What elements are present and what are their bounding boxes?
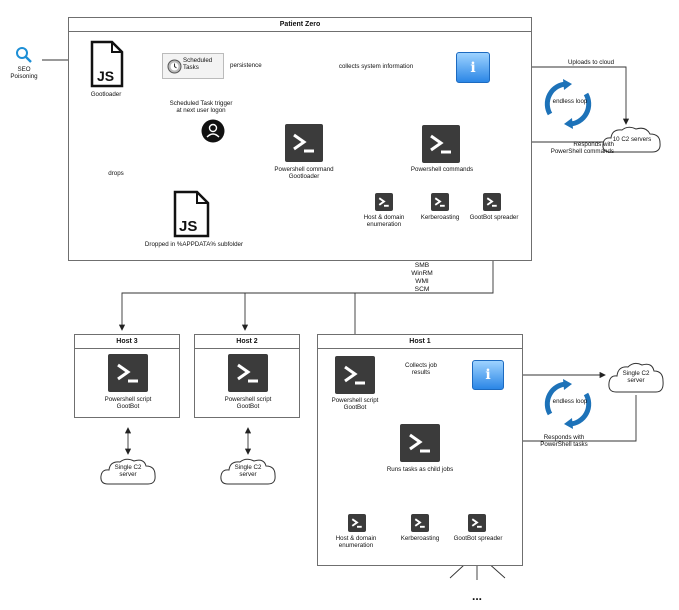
- spreader-icon: [483, 193, 501, 211]
- persistence-label: persistence: [230, 62, 262, 69]
- host1-kerberoasting-label: Kerberoasting: [400, 535, 440, 542]
- host3-script-label: Powershell script GootBot: [104, 396, 152, 411]
- info-icon: i: [456, 52, 490, 83]
- spreader-label: GootBot spreader: [469, 214, 519, 221]
- gootloader-label: Gootloader: [90, 91, 122, 98]
- svg-text:JS: JS: [97, 68, 114, 84]
- child-jobs-icon: [400, 424, 440, 462]
- host2-script-icon: [228, 354, 268, 392]
- host1-cloud-icon: [608, 362, 664, 393]
- host1-responds-label: Responds with PowerShell tasks: [540, 434, 588, 449]
- ellipsis-label: ...: [471, 589, 482, 603]
- seo-label: SEO Poisoning: [10, 66, 38, 81]
- scheduled-tasks-label: Scheduled Tasks: [183, 57, 213, 72]
- arrow-uploads: [494, 66, 630, 125]
- responds-label: Responds with PowerShell commands: [550, 141, 614, 156]
- cloud-icon: [602, 126, 661, 153]
- uploads-label: Uploads to cloud: [567, 59, 615, 66]
- dropped-js-file-icon: JS: [173, 190, 210, 238]
- host1-endless-loop-icon: [544, 379, 592, 429]
- arrow-to-host3: [118, 252, 494, 331]
- host1-info-icon: i: [472, 360, 504, 390]
- host-enum-icon: [375, 193, 393, 211]
- kerberoasting-icon: [431, 193, 449, 211]
- host2-script-label: Powershell script GootBot: [224, 396, 272, 411]
- clock-icon: [167, 59, 182, 74]
- host1-endless-loop-label: endless loop: [552, 398, 588, 405]
- host1-spreader-label: GootBot spreader: [453, 535, 503, 542]
- host1-script-icon: [335, 356, 375, 394]
- host3-title: Host 3: [75, 335, 179, 349]
- scheduled-tasks-node: Scheduled Tasks: [162, 53, 224, 79]
- endless-loop-icon: [544, 79, 592, 129]
- kerberoasting-label: Kerberoasting: [420, 214, 460, 221]
- host2-cloud-icon: [220, 458, 276, 485]
- host3-script-icon: [108, 354, 148, 392]
- dropped-label: Dropped in %APPDATA% subfolder: [144, 241, 244, 248]
- search-icon: [16, 47, 32, 63]
- powershell-command-icon: [285, 124, 323, 162]
- patient-zero-title: Patient Zero: [69, 18, 531, 32]
- ps-command-label: Powershell command Gootloader: [274, 166, 334, 181]
- host1-c2-label: Single C2 server: [622, 370, 650, 385]
- host1-kerberoasting-icon: [411, 514, 429, 532]
- lateral-movement-label: SMB WinRM WMI SCM: [411, 262, 433, 293]
- host2-c2-label: Single C2 server: [234, 464, 262, 479]
- user-avatar-icon: [201, 119, 225, 143]
- host1-spreader-icon: [468, 514, 486, 532]
- powershell-commands-icon: [422, 125, 460, 163]
- host1-collects-label: Collects job results: [405, 362, 437, 377]
- c2-servers-label: 10 C2 servers: [612, 136, 652, 143]
- host1-enum-label: Host & domain enumeration: [335, 535, 377, 550]
- endless-loop-label: endless loop: [552, 98, 588, 105]
- js-file-icon: JS: [90, 40, 124, 88]
- host2-title: Host 2: [195, 335, 299, 349]
- svg-text:JS: JS: [179, 218, 197, 235]
- host1-enum-icon: [348, 514, 366, 532]
- ps-commands-label: Powershell commands: [410, 166, 474, 173]
- host3-cloud-icon: [100, 458, 156, 485]
- host-enum-label: Host & domain enumeration: [363, 214, 405, 229]
- trigger-label: Scheduled Task trigger at next user logo…: [169, 100, 233, 115]
- drops-label: drops: [108, 170, 124, 177]
- collects-label: collects system information: [326, 63, 426, 71]
- child-jobs-label: Runs tasks as child jobs: [386, 466, 454, 473]
- host1-title: Host 1: [318, 335, 522, 349]
- host3-c2-label: Single C2 server: [114, 464, 142, 479]
- host1-script-label: Powershell script GootBot: [331, 397, 379, 412]
